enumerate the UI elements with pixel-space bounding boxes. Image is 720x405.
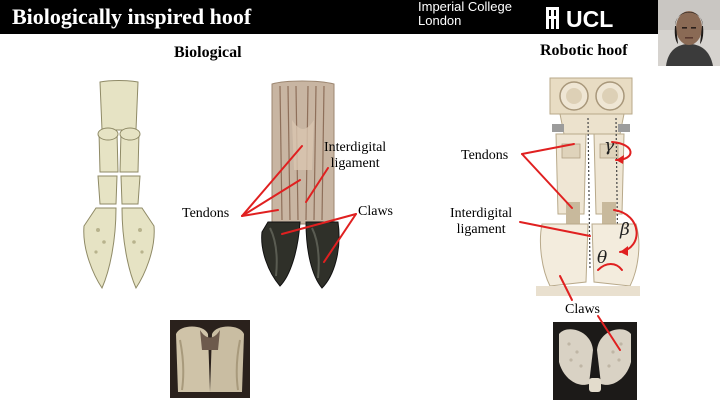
imperial-logo-line-1: Imperial College <box>418 0 512 14</box>
bio-interdigital-line-2: ligament <box>330 156 380 171</box>
robot-tendons-label: Tendons <box>461 148 509 163</box>
angle-beta-label: β <box>620 220 630 240</box>
presenter-webcam <box>658 0 720 66</box>
robot-interdigital-line-2: ligament <box>456 222 506 237</box>
slide-title: Biologically inspired hoof <box>12 4 252 29</box>
bio-interdigital-ligament-label: Interdigital ligament <box>324 140 386 172</box>
robot-claws-label: Claws <box>565 302 600 317</box>
hoof-skeleton-image <box>83 80 155 290</box>
robotic-hoof-image <box>536 77 640 296</box>
imperial-college-logo: Imperial College London <box>418 0 512 28</box>
robotic-claws-photo <box>553 322 637 400</box>
hoof-sole-photo <box>170 320 250 398</box>
robot-interdigital-line-1: Interdigital <box>450 206 513 221</box>
bio-claws-label: Claws <box>358 204 393 219</box>
hoof-tendon-image <box>261 80 340 289</box>
bio-interdigital-line-1: Interdigital <box>324 140 387 155</box>
bio-tendons-label: Tendons <box>182 206 230 221</box>
angle-theta-label: θ <box>597 248 608 268</box>
imperial-logo-line-2: London <box>418 13 462 28</box>
ucl-logo-text: UCL <box>566 6 613 32</box>
ucl-logo: UCL <box>546 6 613 32</box>
slide-header-bar: Biologically inspired hoof Imperial Coll… <box>0 0 720 34</box>
robot-interdigital-ligament-label: Interdigital ligament <box>450 206 512 238</box>
angle-gamma-label: γ <box>604 136 615 156</box>
biological-heading: Biological <box>174 44 242 61</box>
robotic-hoof-heading: Robotic hoof <box>540 42 628 59</box>
